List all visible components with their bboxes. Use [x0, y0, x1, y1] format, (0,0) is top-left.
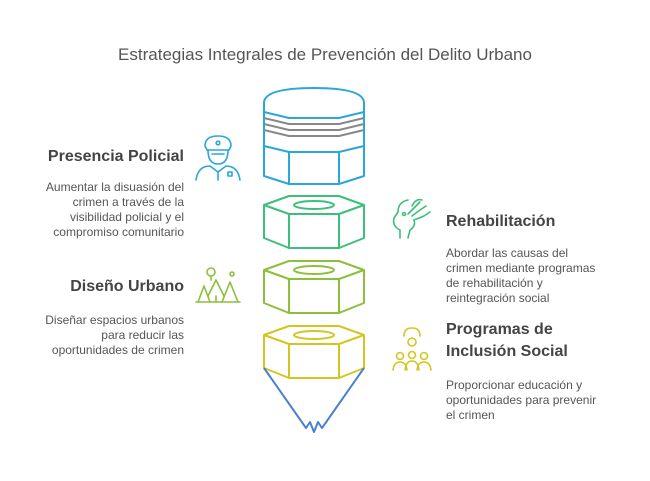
diagram-title: Estrategias Integrales de Prevención del… — [118, 45, 532, 64]
desc-line: el crimen — [446, 408, 495, 422]
desc-rehabilitacion: Abordar las causas del crimen mediante p… — [446, 246, 636, 306]
desc-line: Aumentar la disuasión del — [45, 180, 184, 194]
desc-line: reintegración social — [446, 291, 550, 305]
heading-line: Programas de — [446, 321, 553, 338]
desc-line: crimen a través de la — [72, 195, 184, 209]
desc-diseno-urbano: Diseñar espacios urbanos para reducir la… — [20, 313, 184, 358]
heading-inclusion-social: Programas de Inclusión Social — [446, 319, 636, 363]
heading-presencia-policial: Presencia Policial — [47, 148, 184, 165]
heading-rehabilitacion: Rehabilitación — [446, 213, 556, 230]
pencil-segment-inclusion — [263, 325, 365, 379]
desc-inclusion-social: Proporcionar educación y oportunidades p… — [446, 378, 636, 423]
heading-line: Inclusión Social — [446, 343, 568, 360]
desc-line: oportunidades de crimen — [51, 343, 184, 357]
pencil-eraser — [263, 87, 365, 185]
desc-line: para reducir las — [101, 328, 184, 342]
desc-line: de rehabilitación y — [446, 276, 543, 290]
desc-line: oportunidades para prevenir — [446, 393, 597, 407]
desc-line: Diseñar espacios urbanos — [45, 313, 184, 327]
community-people-icon — [392, 327, 432, 371]
park-landscape-icon — [195, 267, 241, 303]
desc-presencia-policial: Aumentar la disuasión del crimen a travé… — [20, 180, 184, 240]
pencil-tip — [263, 367, 365, 433]
desc-line: visibilidad policial y el — [69, 210, 184, 224]
desc-line: Proporcionar educación y — [446, 378, 583, 392]
heading-diseno-urbano: Diseño Urbano — [70, 278, 184, 295]
desc-line: compromiso comunitario — [53, 225, 184, 239]
pencil-segment-diseno-urbano — [263, 260, 365, 314]
police-officer-icon — [195, 135, 241, 181]
pencil-segment-rehabilitacion — [263, 195, 365, 249]
desc-line: crimen mediante programas — [446, 261, 596, 275]
desc-line: Abordar las causas del — [446, 246, 569, 260]
head-hand-icon — [392, 198, 431, 239]
